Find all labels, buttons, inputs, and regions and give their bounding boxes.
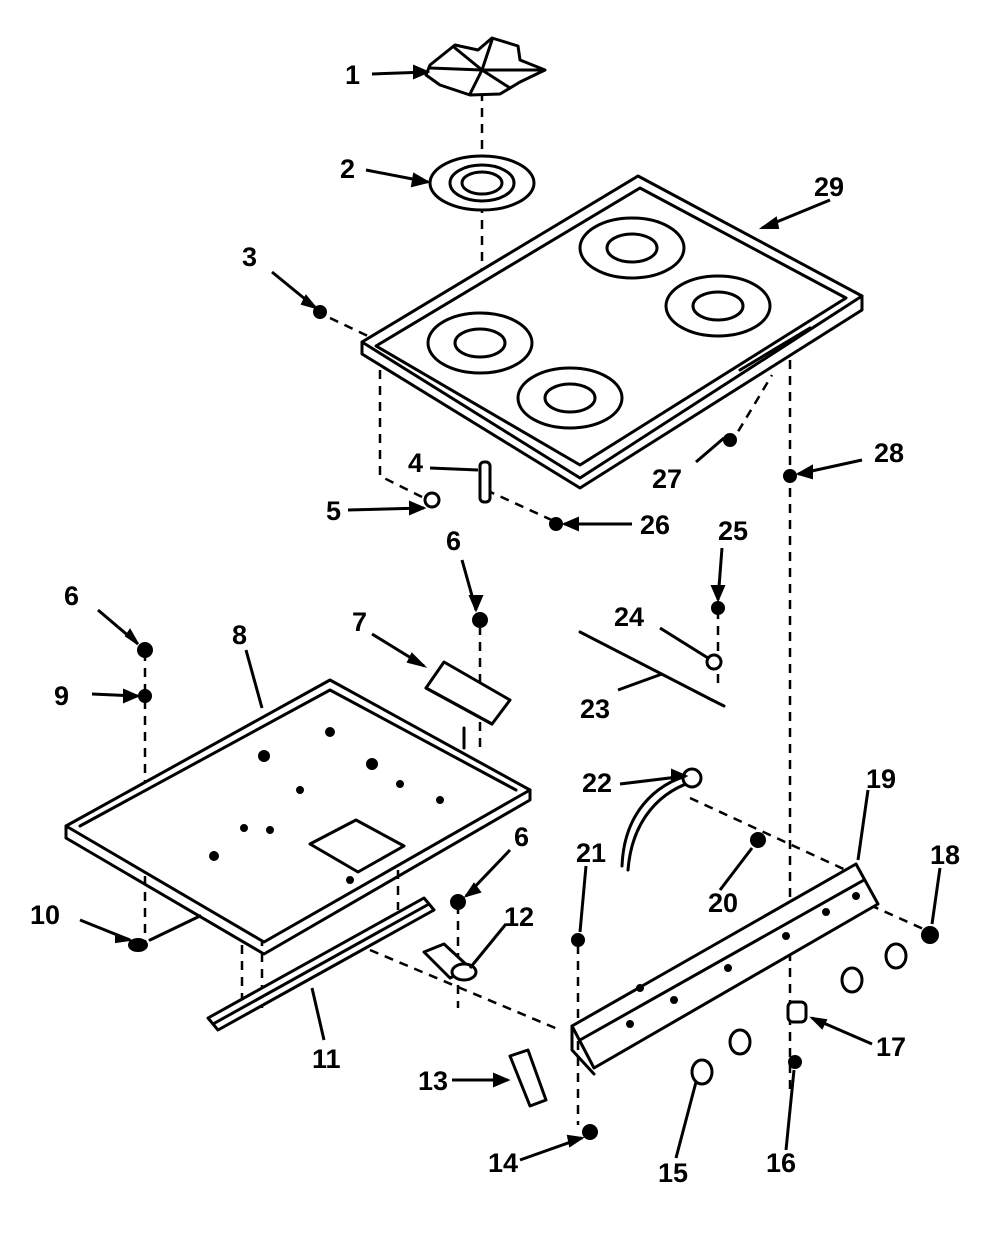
screw-27: [723, 433, 737, 447]
callout-4: 4: [408, 448, 423, 478]
screw-16: [788, 1055, 802, 1069]
bracket-7-part: [424, 660, 512, 726]
screw-6-middle: [472, 612, 488, 628]
callout-14: 14: [488, 1148, 518, 1178]
callout-25: 25: [718, 516, 748, 546]
screw-6-lower: [450, 894, 466, 910]
callout-6-middle: 6: [446, 526, 461, 556]
foot-10: [128, 938, 148, 952]
callout-27: 27: [652, 464, 682, 494]
clip-17: [786, 1000, 808, 1024]
callout-13: 13: [418, 1066, 448, 1096]
callout-6-left: 6: [64, 581, 79, 611]
knob-extra-2: [884, 942, 908, 970]
manifold-panel-19-part: [570, 862, 880, 1076]
burner-box-part: [64, 678, 532, 956]
cooktop-burner-openings: [426, 216, 772, 430]
screw-21: [571, 933, 585, 947]
callout-15: 15: [658, 1158, 688, 1188]
screw-6-left: [137, 642, 153, 658]
callout-17: 17: [876, 1032, 906, 1062]
screw-28: [783, 469, 797, 483]
burner-bowl-part: [428, 154, 536, 212]
knob-15: [690, 1058, 714, 1086]
cooktop-part: [360, 174, 864, 490]
screw-20: [750, 832, 766, 848]
callout-12: 12: [504, 902, 534, 932]
small-brackets: [508, 942, 908, 1108]
callout-8: 8: [232, 620, 247, 650]
callout-29: 29: [814, 172, 844, 202]
callout-28: 28: [874, 438, 904, 468]
screw-14: [582, 1124, 598, 1140]
callout-16: 16: [766, 1148, 796, 1178]
callout-6-lower: 6: [514, 822, 529, 852]
callout-23: 23: [580, 694, 610, 724]
screw-26: [549, 517, 563, 531]
wire-harness-22-part: [620, 767, 703, 872]
callout-10: 10: [30, 900, 60, 930]
screw-25: [711, 601, 725, 615]
valve-bracket-12-part: [422, 942, 478, 982]
callout-5: 5: [326, 496, 341, 526]
callout-21: 21: [576, 838, 606, 868]
arrowheads: [115, 64, 828, 1148]
callout-20: 20: [708, 888, 738, 918]
knob-18: [921, 926, 939, 944]
callout-26: 26: [640, 510, 670, 540]
callout-19: 19: [866, 764, 896, 794]
burner-cap-part: [424, 36, 547, 97]
bracket-13: [508, 1048, 548, 1108]
callout-labels: 1 2 3 4 5 6 6 6 7 8 9 10 11 12 13 14 15 …: [30, 60, 960, 1188]
callout-7: 7: [352, 607, 367, 637]
rod-23-part: [578, 630, 726, 708]
callout-22: 22: [582, 768, 612, 798]
manifold-holes: [626, 892, 860, 1028]
callout-9: 9: [54, 681, 69, 711]
callout-3: 3: [242, 242, 257, 272]
clip-5: [423, 491, 441, 509]
callout-24: 24: [614, 602, 644, 632]
bracket-4: [478, 460, 492, 504]
nut-24: [705, 653, 723, 671]
burner-box-holes: [209, 727, 444, 884]
knob-15b: [728, 1028, 752, 1056]
fasteners: [128, 305, 939, 1140]
callout-1: 1: [345, 60, 360, 90]
callout-11: 11: [312, 1044, 341, 1074]
callout-18: 18: [930, 840, 960, 870]
callout-2: 2: [340, 154, 355, 184]
washer-9: [138, 689, 152, 703]
knob-extra-1: [840, 966, 864, 994]
leader-lines: [79, 70, 942, 1162]
lower-rail-11-part: [148, 896, 436, 1032]
